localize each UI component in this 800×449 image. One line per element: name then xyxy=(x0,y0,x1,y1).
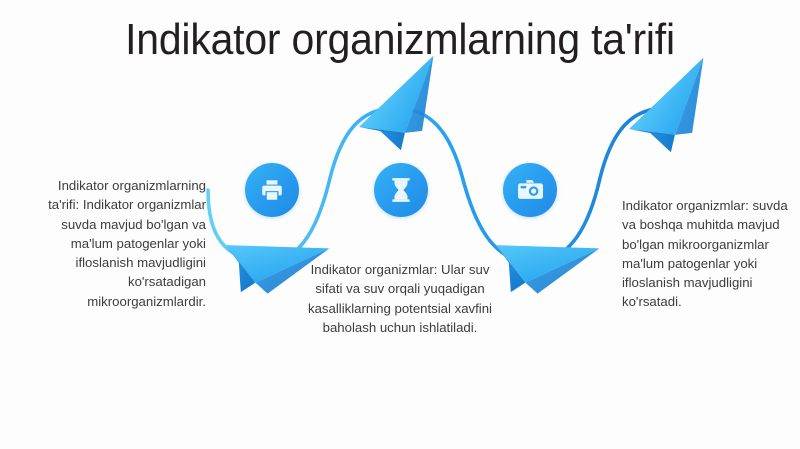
hourglass-icon xyxy=(389,177,413,203)
description-block-center: Indikator organizmlar: Ular suv sifati v… xyxy=(308,262,492,335)
icon-circle-camera[interactable] xyxy=(503,163,557,217)
description-block-right: Indikator organizmlar: suvda va boshqa m… xyxy=(622,198,788,310)
paper-plane-2 xyxy=(359,55,434,151)
camera-icon xyxy=(517,178,544,202)
printer-icon xyxy=(259,177,285,203)
icon-circle-printer[interactable] xyxy=(245,163,299,217)
paper-plane-4 xyxy=(629,57,704,153)
page-title: Indikator organizmlarning ta'rifi xyxy=(125,15,675,64)
description-block-left: Indikator organizmlarning ta'rifi: Indik… xyxy=(48,178,206,309)
icon-circle-hourglass[interactable] xyxy=(374,163,428,217)
